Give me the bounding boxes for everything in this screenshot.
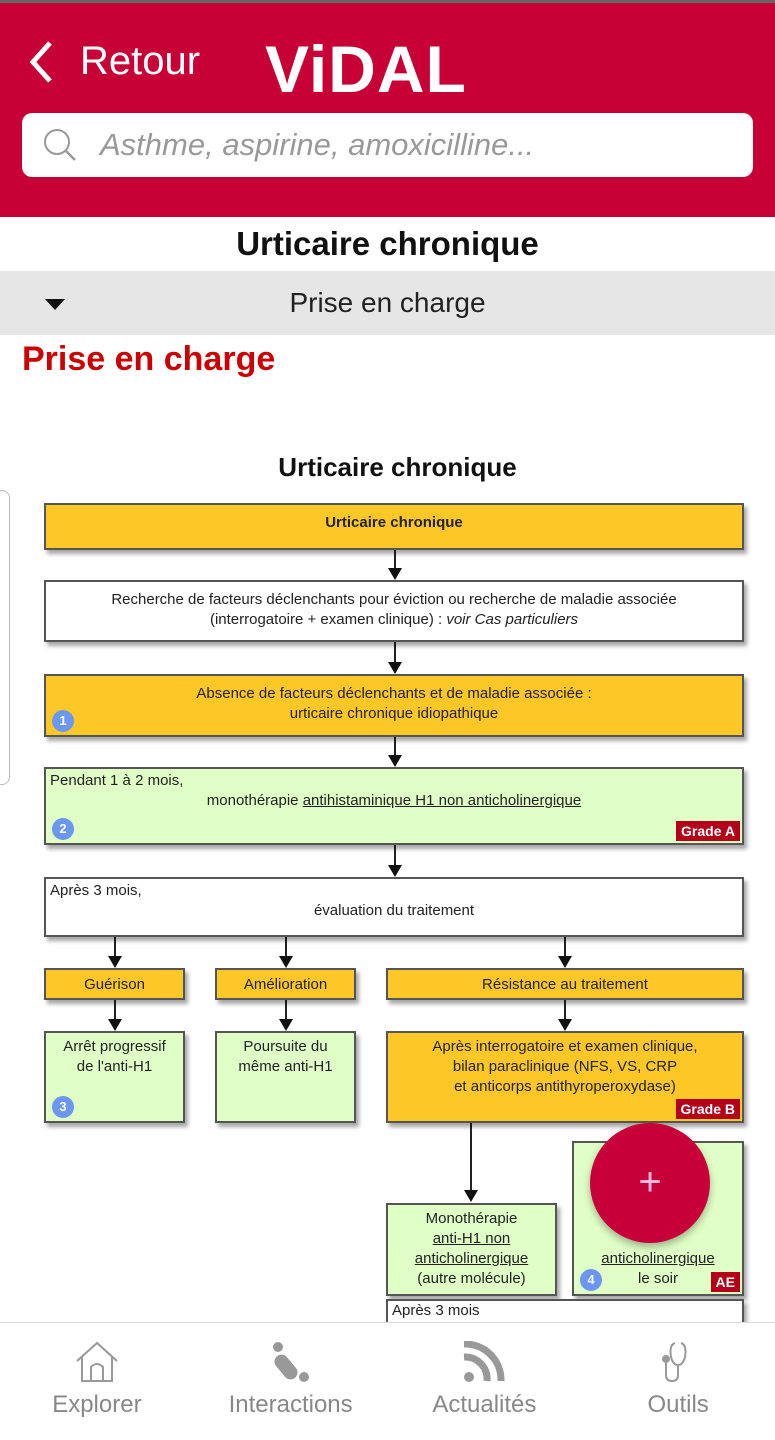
box-text: Pendant 1 à 2 mois, <box>50 772 184 789</box>
connector <box>564 937 566 957</box>
add-fab-button[interactable]: + <box>590 1123 710 1243</box>
note-badge[interactable]: 2 <box>52 818 74 840</box>
flow-box-idiopathic: Absence de facteurs déclenchants et de m… <box>44 674 744 737</box>
arrow <box>558 956 572 968</box>
nav-actualites[interactable]: Actualités <box>388 1323 582 1440</box>
arrow <box>388 662 402 674</box>
vidal-logo: ViDAL <box>265 32 467 106</box>
connector <box>285 937 287 957</box>
arrow <box>108 956 122 968</box>
flow-box-monotherapie-autre: Monothérapie anti-H1 non anticholinergiq… <box>386 1203 557 1296</box>
box-text: bilan paraclinique (NFS, VS, CRP <box>452 1058 678 1075</box>
box-text: Monothérapie <box>425 1210 518 1227</box>
chart-title: Urticaire chronique <box>278 452 517 482</box>
top-bar: Retour ViDAL Asthme, aspirine, amoxicill… <box>0 0 775 217</box>
grade-badge: AE <box>710 1272 740 1292</box>
anticholinergique-link[interactable]: anticholinergique <box>601 1250 715 1267</box>
box-text: monothérapie <box>206 792 303 809</box>
nav-label: Interactions <box>228 1391 353 1418</box>
connector <box>394 642 396 664</box>
box-text: (interrogatoire + examen clinique) : <box>209 611 447 628</box>
home-icon <box>76 1341 118 1382</box>
flow-box-evaluation: Après 3 mois, évaluation du traitement <box>44 877 744 937</box>
antihistaminique-link[interactable]: antihistaminique H1 non anticholinergiqu… <box>302 792 582 809</box>
back-button[interactable]: Retour <box>28 39 200 84</box>
nav-label: Actualités <box>432 1391 537 1418</box>
connector <box>285 1000 287 1020</box>
box-text: Urticaire chronique <box>325 514 463 531</box>
flow-box-bilan: Après interrogatoire et examen clinique,… <box>386 1031 744 1123</box>
bottom-nav: Explorer Interactions Actualités Outils <box>0 1322 775 1440</box>
flow-box-arret: Arrêt progressif de l'anti-H1 3 <box>44 1031 185 1123</box>
nav-outils[interactable]: Outils <box>581 1323 775 1440</box>
search-placeholder: Asthme, aspirine, amoxicilline... <box>100 127 535 162</box>
connector <box>394 845 396 867</box>
arrow <box>388 755 402 767</box>
box-text: Résistance au traitement <box>482 976 648 993</box>
box-text: Après 3 mois, <box>50 882 142 899</box>
arrow <box>108 1019 122 1031</box>
box-text: Recherche de facteurs déclenchants pour … <box>111 591 677 608</box>
box-text: (autre molécule) <box>417 1270 526 1287</box>
box-text: Après 3 mois <box>392 1302 480 1319</box>
nav-explorer[interactable]: Explorer <box>0 1323 194 1440</box>
box-text: Absence de facteurs déclenchants et de m… <box>196 685 592 702</box>
flow-box-amelioration: Amélioration <box>215 968 356 1000</box>
triangle-down-icon <box>45 299 65 310</box>
nav-label: Outils <box>647 1391 709 1418</box>
box-text: et anticorps antithyroperoxydase) <box>454 1078 676 1095</box>
section-selector-label: Prise en charge <box>289 287 486 318</box>
arrow <box>279 1019 293 1031</box>
flow-box-guerison: Guérison <box>44 968 185 1000</box>
connector <box>394 550 396 570</box>
box-text: Guérison <box>84 976 145 993</box>
side-drawer-handle[interactable] <box>0 490 10 785</box>
flow-box-poursuite: Poursuite du même anti-H1 <box>215 1031 356 1123</box>
cas-particuliers-link[interactable]: voir Cas particuliers <box>446 611 579 628</box>
connector <box>564 1000 566 1020</box>
connector <box>114 1000 116 1020</box>
note-badge[interactable]: 3 <box>52 1096 74 1118</box>
search-input[interactable]: Asthme, aspirine, amoxicilline... <box>22 113 753 177</box>
search-icon <box>44 129 76 161</box>
box-text: urticaire chronique idiopathique <box>289 705 499 722</box>
box-text: le soir <box>637 1270 678 1287</box>
grade-badge: Grade A <box>676 821 740 841</box>
flow-box-monotherapy: Pendant 1 à 2 mois, monothérapie antihis… <box>44 767 744 845</box>
box-text: de l'anti-H1 <box>76 1058 153 1075</box>
connector <box>470 1123 472 1191</box>
flow-box-search: Recherche de facteurs déclenchants pour … <box>44 580 744 642</box>
note-badge[interactable]: 1 <box>52 710 74 732</box>
section-heading: Prise en charge <box>22 340 276 378</box>
arrow <box>464 1190 478 1202</box>
arrow <box>388 865 402 877</box>
stethoscope-icon <box>662 1342 687 1383</box>
page-title: Urticaire chronique <box>236 225 539 262</box>
grade-badge: Grade B <box>675 1099 740 1119</box>
note-badge[interactable]: 4 <box>580 1269 602 1291</box>
nav-label: Explorer <box>52 1391 142 1418</box>
anti-h1-link[interactable]: anti-H1 non <box>432 1230 511 1247</box>
rss-icon <box>464 1341 505 1382</box>
arrow <box>388 568 402 580</box>
box-text: évaluation du traitement <box>313 902 475 919</box>
connector <box>114 937 116 957</box>
pills-icon <box>272 1342 309 1382</box>
box-text: même anti-H1 <box>238 1058 333 1075</box>
box-text: Poursuite du <box>243 1038 328 1055</box>
arrow <box>558 1019 572 1031</box>
chevron-left-icon <box>29 40 52 83</box>
box-text: Amélioration <box>243 976 328 993</box>
box-text: Arrêt progressif <box>63 1038 166 1055</box>
box-text: Après interrogatoire et examen clinique, <box>432 1038 698 1055</box>
flow-box-resistance: Résistance au traitement <box>386 968 744 1000</box>
back-label: Retour <box>80 39 201 83</box>
nav-interactions[interactable]: Interactions <box>194 1323 388 1440</box>
connector <box>394 737 396 757</box>
section-selector[interactable]: Prise en charge <box>0 271 775 335</box>
arrow <box>279 956 293 968</box>
flow-box-start: Urticaire chronique <box>44 503 744 550</box>
anticholinergique-link[interactable]: anticholinergique <box>414 1250 529 1267</box>
